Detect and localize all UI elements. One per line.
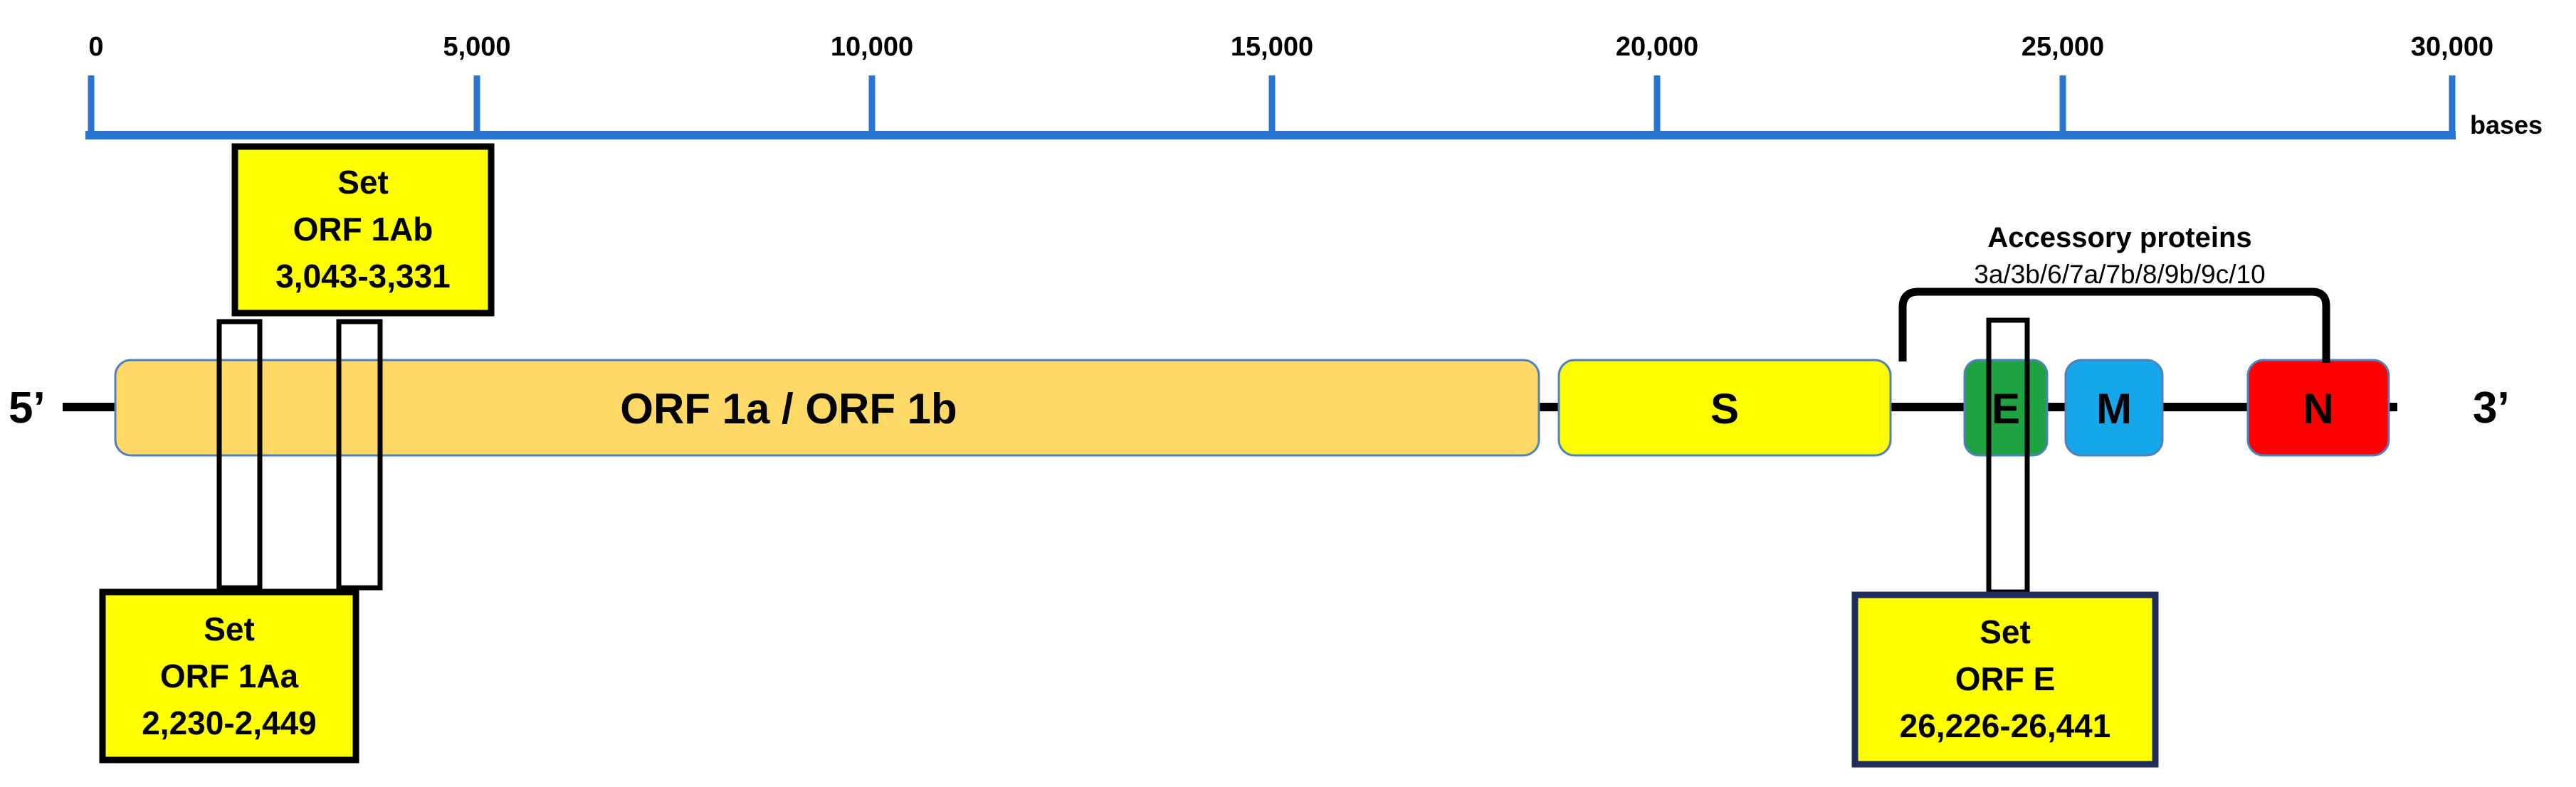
- callout-orf1aa-line2: ORF 1Aa: [160, 657, 299, 694]
- callout-box-orfe: [1851, 591, 2159, 768]
- callout-orf1aa-line1: Set: [204, 611, 255, 648]
- accessory-proteins: Accessory proteins 3a/3b/6/7a/7b/8/9b/9c…: [1898, 222, 2330, 363]
- callout-orfe-line2: ORF E: [1955, 660, 2056, 697]
- callout-orf1ab-line2: ORF 1Ab: [293, 211, 433, 248]
- scale-tick-label: 10,000: [831, 32, 913, 62]
- callout-orf1ab-line1: Set: [337, 164, 389, 201]
- callout-orf1ab-line3: 3,043-3,331: [275, 258, 451, 295]
- callout-box-orf1ab: [231, 143, 495, 317]
- accessory-list: 3a/3b/6/7a/7b/8/9b/9c/10: [1974, 260, 2265, 289]
- callout-orf1aa-line3: 2,230-2,449: [142, 704, 317, 741]
- callout-box-orf1aa: [99, 588, 359, 764]
- gene-label-e: E: [1992, 385, 2020, 433]
- primer-region-orf1aa: [216, 319, 263, 591]
- scale-tick-label: 20,000: [1616, 32, 1698, 62]
- scale-tick-label: 15,000: [1231, 32, 1313, 62]
- gene-e: E: [1963, 359, 2049, 457]
- three-prime-label: 3’: [2473, 384, 2510, 433]
- gene-label-s: S: [1710, 385, 1739, 433]
- gene-s: S: [1557, 359, 1892, 457]
- callout-orfe-line1: Set: [1980, 613, 2031, 650]
- gene-label-orf1ab: ORF 1a / ORF 1b: [620, 385, 957, 433]
- scale-tick-label: 5,000: [443, 32, 510, 62]
- gene-orf1ab: ORF 1a / ORF 1b: [114, 359, 1540, 457]
- gene-label-m: M: [2096, 385, 2132, 433]
- accessory-bracket: [1898, 287, 2330, 363]
- gene-n: N: [2246, 359, 2390, 457]
- gene-box-orf1ab: [114, 359, 1540, 457]
- scale-axis: 0 5,000 10,000 15,000 20,000 25,000 30,0…: [85, 32, 2543, 139]
- callout-orfe-line3: 26,226-26,441: [1900, 707, 2111, 744]
- gene-box-s: [1557, 359, 1892, 457]
- scale-tick-label: 30,000: [2411, 32, 2493, 62]
- primer-region-orf1ab: [336, 319, 383, 591]
- gene-label-n: N: [2303, 385, 2333, 433]
- callout-orf1ab: Set ORF 1Ab 3,043-3,331: [231, 143, 495, 317]
- callout-orf1aa: Set ORF 1Aa 2,230-2,449: [99, 588, 359, 764]
- scale-unit-label: bases: [2470, 110, 2543, 139]
- accessory-title: Accessory proteins: [1987, 222, 2251, 253]
- gene-m: M: [2064, 359, 2164, 457]
- five-prime-label: 5’: [9, 384, 46, 433]
- scale-tick-label: 25,000: [2022, 32, 2104, 62]
- callout-orfe: Set ORF E 26,226-26,441: [1851, 591, 2159, 768]
- scale-tick-label: 0: [88, 32, 103, 62]
- primer-regions: [216, 317, 2030, 595]
- gene-box-n: [2246, 359, 2390, 457]
- gene-box-m: [2064, 359, 2164, 457]
